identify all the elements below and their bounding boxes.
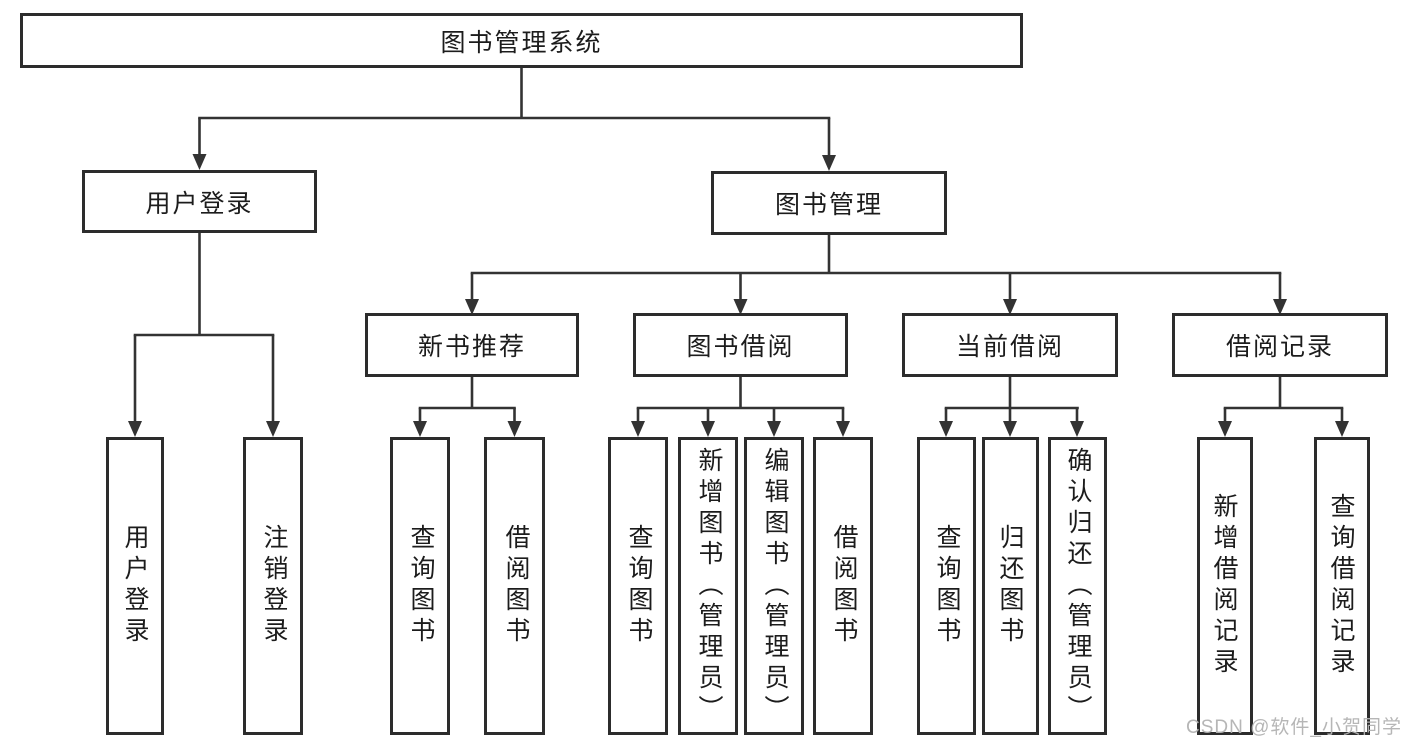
node-new-book-recommendation: 新书推荐 bbox=[365, 313, 579, 377]
node-leaf-add-borrow-record: 新增借阅记录 bbox=[1197, 437, 1253, 735]
node-leaf-logout: 注销登录 bbox=[243, 437, 303, 735]
node-leaf-add-books-admin: 新增图书（管理员） bbox=[678, 437, 738, 735]
node-leaf-borrow-books-2: 借阅图书 bbox=[813, 437, 873, 735]
node-borrowing-records: 借阅记录 bbox=[1172, 313, 1388, 377]
node-book-borrowing: 图书借阅 bbox=[633, 313, 848, 377]
node-leaf-query-books-2: 查询图书 bbox=[608, 437, 668, 735]
node-leaf-return-books: 归还图书 bbox=[982, 437, 1039, 735]
node-leaf-edit-books-admin: 编辑图书（管理员） bbox=[744, 437, 804, 735]
arrowheads bbox=[128, 154, 1349, 437]
node-current-borrowing: 当前借阅 bbox=[902, 313, 1118, 377]
node-leaf-user-login: 用户登录 bbox=[106, 437, 164, 735]
csdn-watermark: CSDN @软件_小贺同学 bbox=[1186, 717, 1402, 738]
node-user-login: 用户登录 bbox=[82, 170, 317, 233]
node-leaf-confirm-return-admin: 确认归还（管理员） bbox=[1048, 437, 1107, 735]
node-leaf-query-borrow-record: 查询借阅记录 bbox=[1314, 437, 1370, 735]
node-leaf-query-books-3: 查询图书 bbox=[917, 437, 976, 735]
connector-strokes bbox=[133, 68, 1344, 423]
node-library-management-system: 图书管理系统 bbox=[20, 13, 1023, 68]
node-book-management: 图书管理 bbox=[711, 171, 947, 235]
node-leaf-borrow-books-1: 借阅图书 bbox=[484, 437, 545, 735]
node-leaf-query-books-1: 查询图书 bbox=[390, 437, 450, 735]
